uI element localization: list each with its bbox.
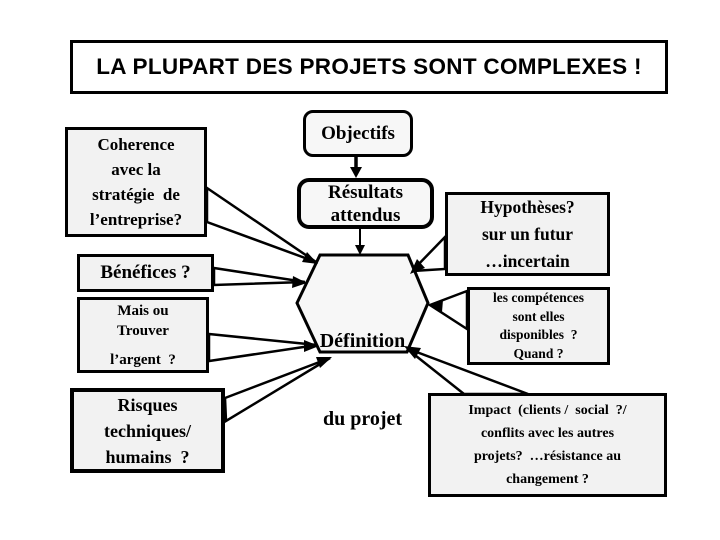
objectifs-box: Objectifs — [303, 110, 413, 157]
box-line: techniques/ — [103, 420, 191, 441]
resultats-attendus-box: Résultats attendus — [297, 178, 434, 229]
box-line: Mais ou — [117, 302, 169, 319]
hexagon-line: Définition — [319, 330, 406, 352]
benefices-tail — [212, 266, 306, 287]
resultats-arrowhead — [355, 245, 365, 255]
objectifs-arrowhead — [350, 167, 362, 178]
box-line: …incertain — [485, 250, 570, 271]
benefices-question-box: Bénéfices ? — [77, 254, 214, 292]
box-line: Quand ? — [513, 345, 564, 361]
box-line: sur un futur — [481, 223, 574, 244]
box-line: attendus — [330, 204, 401, 226]
box-line: disponibles ? — [499, 327, 578, 342]
competences-question-box: les compétences sont elles disponibles ?… — [467, 287, 610, 365]
box-line: Résultats — [328, 181, 403, 203]
impact-question-box: Impact (clients / social ?/ conflits ave… — [428, 393, 667, 497]
box-line: Hypothèses? — [480, 196, 575, 217]
box-line: les compétences — [492, 290, 585, 305]
coherence-arrowhead — [302, 252, 318, 264]
box-line: sont elles — [512, 308, 565, 324]
box-line: projets? …résistance au — [473, 449, 622, 464]
box-line: Trouver — [117, 322, 169, 339]
page-title: LA PLUPART DES PROJETS SONT COMPLEXES ! — [96, 54, 642, 79]
competences-tail — [427, 289, 469, 332]
definition-hexagon-label: Définition du projet — [295, 276, 430, 484]
coherence-question-box: Coherence avec la stratégie de l’entrepr… — [65, 127, 207, 237]
box-line: Coherence — [97, 135, 175, 154]
box-line: Objectifs — [321, 122, 395, 144]
box-line: avec la — [111, 160, 161, 179]
box-line: l’argent ? — [110, 351, 176, 368]
box-line: Bénéfices ? — [100, 262, 191, 283]
box-line: l’entreprise? — [89, 210, 183, 229]
hexagon-line: du projet — [322, 408, 403, 430]
box-line: conflits avec les autres — [480, 426, 615, 441]
box-line: changement ? — [506, 472, 589, 487]
hypotheses-arrowhead — [410, 259, 425, 274]
competences-arrowhead — [428, 300, 443, 312]
box-line: Impact (clients / social ?/ — [468, 403, 627, 418]
title-box: LA PLUPART DES PROJETS SONT COMPLEXES ! — [70, 40, 668, 94]
argent-question-box: Mais ou Trouver l’argent ? — [77, 297, 209, 373]
box-line: Risques — [117, 394, 178, 415]
hypotheses-tail — [408, 233, 447, 273]
box-line: humains ? — [105, 446, 190, 467]
risques-question-box: Risques techniques/ humains ? — [70, 388, 225, 473]
hypotheses-question-box: Hypothèses? sur un futur …incertain — [445, 192, 610, 276]
box-line: stratégie de — [92, 185, 180, 204]
